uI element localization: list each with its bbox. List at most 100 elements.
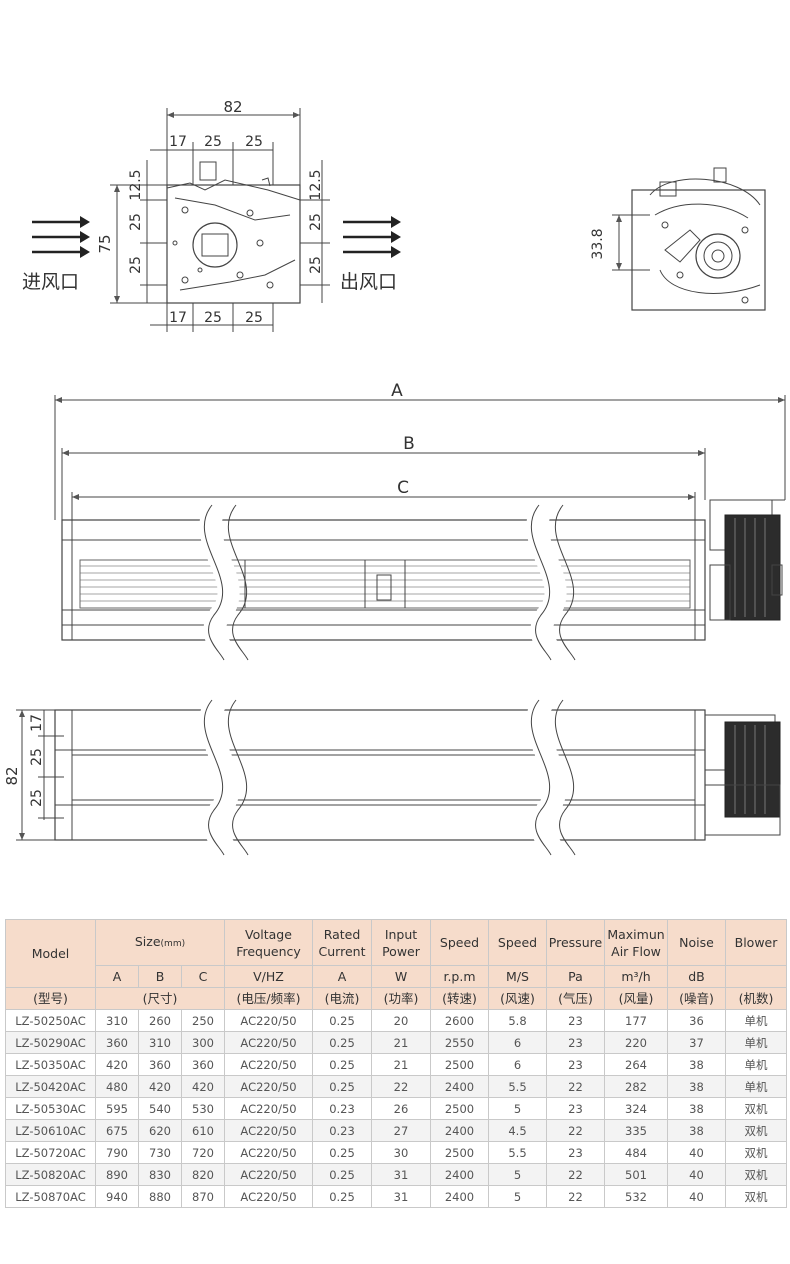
height-dim-label: 75 bbox=[96, 234, 114, 253]
model-cell: LZ-50720AC bbox=[5, 1141, 96, 1164]
dim-a-label: A bbox=[391, 381, 403, 401]
table-cell: 420 bbox=[95, 1053, 139, 1076]
table-cell: 532 bbox=[604, 1185, 668, 1208]
offset-dim-label: 33.8 bbox=[590, 228, 606, 259]
header-voltage: Voltage Frequency bbox=[224, 919, 313, 966]
table-cell: 双机 bbox=[725, 1141, 787, 1164]
table-cell: 480 bbox=[95, 1075, 139, 1098]
table-cell: 730 bbox=[138, 1141, 182, 1164]
table-cell: 单机 bbox=[725, 1009, 787, 1032]
cn-label: (风速) bbox=[488, 987, 547, 1010]
table-cell: 870 bbox=[181, 1185, 225, 1208]
table-cell: AC220/50 bbox=[224, 1141, 313, 1164]
table-cell: 23 bbox=[546, 1031, 605, 1054]
unit-cell: B bbox=[138, 965, 182, 988]
table-cell: 250 bbox=[181, 1009, 225, 1032]
bottom-dim-3: 25 bbox=[245, 310, 263, 326]
table-cell: 0.25 bbox=[312, 1009, 372, 1032]
table-cell: 23 bbox=[546, 1097, 605, 1120]
table-cell: 2500 bbox=[430, 1053, 489, 1076]
spec-table: Model Size(mm) Voltage Frequency Rated C… bbox=[5, 919, 787, 1208]
header-noise: Noise bbox=[667, 919, 726, 966]
width-dim-label: 82 bbox=[223, 98, 242, 116]
table-cell: AC220/50 bbox=[224, 1031, 313, 1054]
table-cell: 220 bbox=[604, 1031, 668, 1054]
header-size-unit: (mm) bbox=[160, 938, 186, 949]
table-cell: 820 bbox=[181, 1163, 225, 1186]
table-cell: 2500 bbox=[430, 1097, 489, 1120]
table-cell: 4.5 bbox=[488, 1119, 547, 1142]
bottom-dim-1: 17 bbox=[169, 310, 187, 326]
cn-label: (气压) bbox=[546, 987, 605, 1010]
header-size-text: Size bbox=[134, 933, 161, 949]
table-cell: 0.23 bbox=[312, 1097, 372, 1120]
table-cell: 300 bbox=[181, 1031, 225, 1054]
left-dim-3: 25 bbox=[128, 256, 144, 274]
table-cell: 双机 bbox=[725, 1119, 787, 1142]
table-cell: 484 bbox=[604, 1141, 668, 1164]
table-cell: 22 bbox=[546, 1163, 605, 1186]
table-cell: 21 bbox=[371, 1031, 431, 1054]
table-cell: 2400 bbox=[430, 1119, 489, 1142]
table-cell: 0.23 bbox=[312, 1119, 372, 1142]
table-cell: 360 bbox=[95, 1031, 139, 1054]
bottom-dim-2: 25 bbox=[204, 310, 222, 326]
table-cell: 23 bbox=[546, 1053, 605, 1076]
table-cell: 26 bbox=[371, 1097, 431, 1120]
unit-cell: M/S bbox=[488, 965, 547, 988]
table-cell: 双机 bbox=[725, 1163, 787, 1186]
side-view bbox=[16, 693, 781, 861]
unit-cell: r.p.m bbox=[430, 965, 489, 988]
table-cell: 单机 bbox=[725, 1075, 787, 1098]
header-input: Input Power bbox=[371, 919, 431, 966]
cn-label: (尺寸) bbox=[95, 987, 225, 1010]
model-cell: LZ-50290AC bbox=[5, 1031, 96, 1054]
table-cell: 30 bbox=[371, 1141, 431, 1164]
unit-cell: A bbox=[312, 965, 372, 988]
unit-cell: V/HZ bbox=[224, 965, 313, 988]
cn-label: (噪音) bbox=[667, 987, 726, 1010]
table-cell: 23 bbox=[546, 1009, 605, 1032]
table-cell: 5.5 bbox=[488, 1075, 547, 1098]
unit-cell: C bbox=[181, 965, 225, 988]
front-view bbox=[54, 395, 786, 666]
model-cell: LZ-50870AC bbox=[5, 1185, 96, 1208]
table-cell: 40 bbox=[667, 1185, 726, 1208]
header-wind-speed: Speed bbox=[488, 919, 547, 966]
top-dim-1: 17 bbox=[169, 134, 187, 150]
table-cell: 790 bbox=[95, 1141, 139, 1164]
cn-label: (风量) bbox=[604, 987, 668, 1010]
header-speed: Speed bbox=[430, 919, 489, 966]
right-dim-3: 25 bbox=[308, 256, 324, 274]
table-cell: AC220/50 bbox=[224, 1075, 313, 1098]
table-cell: 335 bbox=[604, 1119, 668, 1142]
table-cell: 310 bbox=[138, 1031, 182, 1054]
table-cell: 2400 bbox=[430, 1075, 489, 1098]
table-cell: 21 bbox=[371, 1053, 431, 1076]
unit-cell: W bbox=[371, 965, 431, 988]
dim-c-label: C bbox=[397, 478, 409, 498]
table-cell: 6 bbox=[488, 1053, 547, 1076]
table-cell: 40 bbox=[667, 1163, 726, 1186]
header-rated: Rated Current bbox=[312, 919, 372, 966]
table-cell: 0.25 bbox=[312, 1031, 372, 1054]
cn-label: (型号) bbox=[5, 987, 96, 1010]
table-cell: AC220/50 bbox=[224, 1119, 313, 1142]
side-dim-3: 25 bbox=[29, 789, 45, 807]
model-cell: LZ-50530AC bbox=[5, 1097, 96, 1120]
model-cell: LZ-50610AC bbox=[5, 1119, 96, 1142]
table-cell: 双机 bbox=[725, 1185, 787, 1208]
end-view-left bbox=[32, 108, 401, 332]
inlet-label: 进风口 bbox=[22, 271, 79, 293]
side-dim-1: 17 bbox=[29, 714, 45, 732]
table-cell: 620 bbox=[138, 1119, 182, 1142]
table-cell: 2400 bbox=[430, 1185, 489, 1208]
header-model: Model bbox=[5, 919, 96, 988]
table-cell: 5.5 bbox=[488, 1141, 547, 1164]
model-cell: LZ-50820AC bbox=[5, 1163, 96, 1186]
table-cell: 360 bbox=[138, 1053, 182, 1076]
